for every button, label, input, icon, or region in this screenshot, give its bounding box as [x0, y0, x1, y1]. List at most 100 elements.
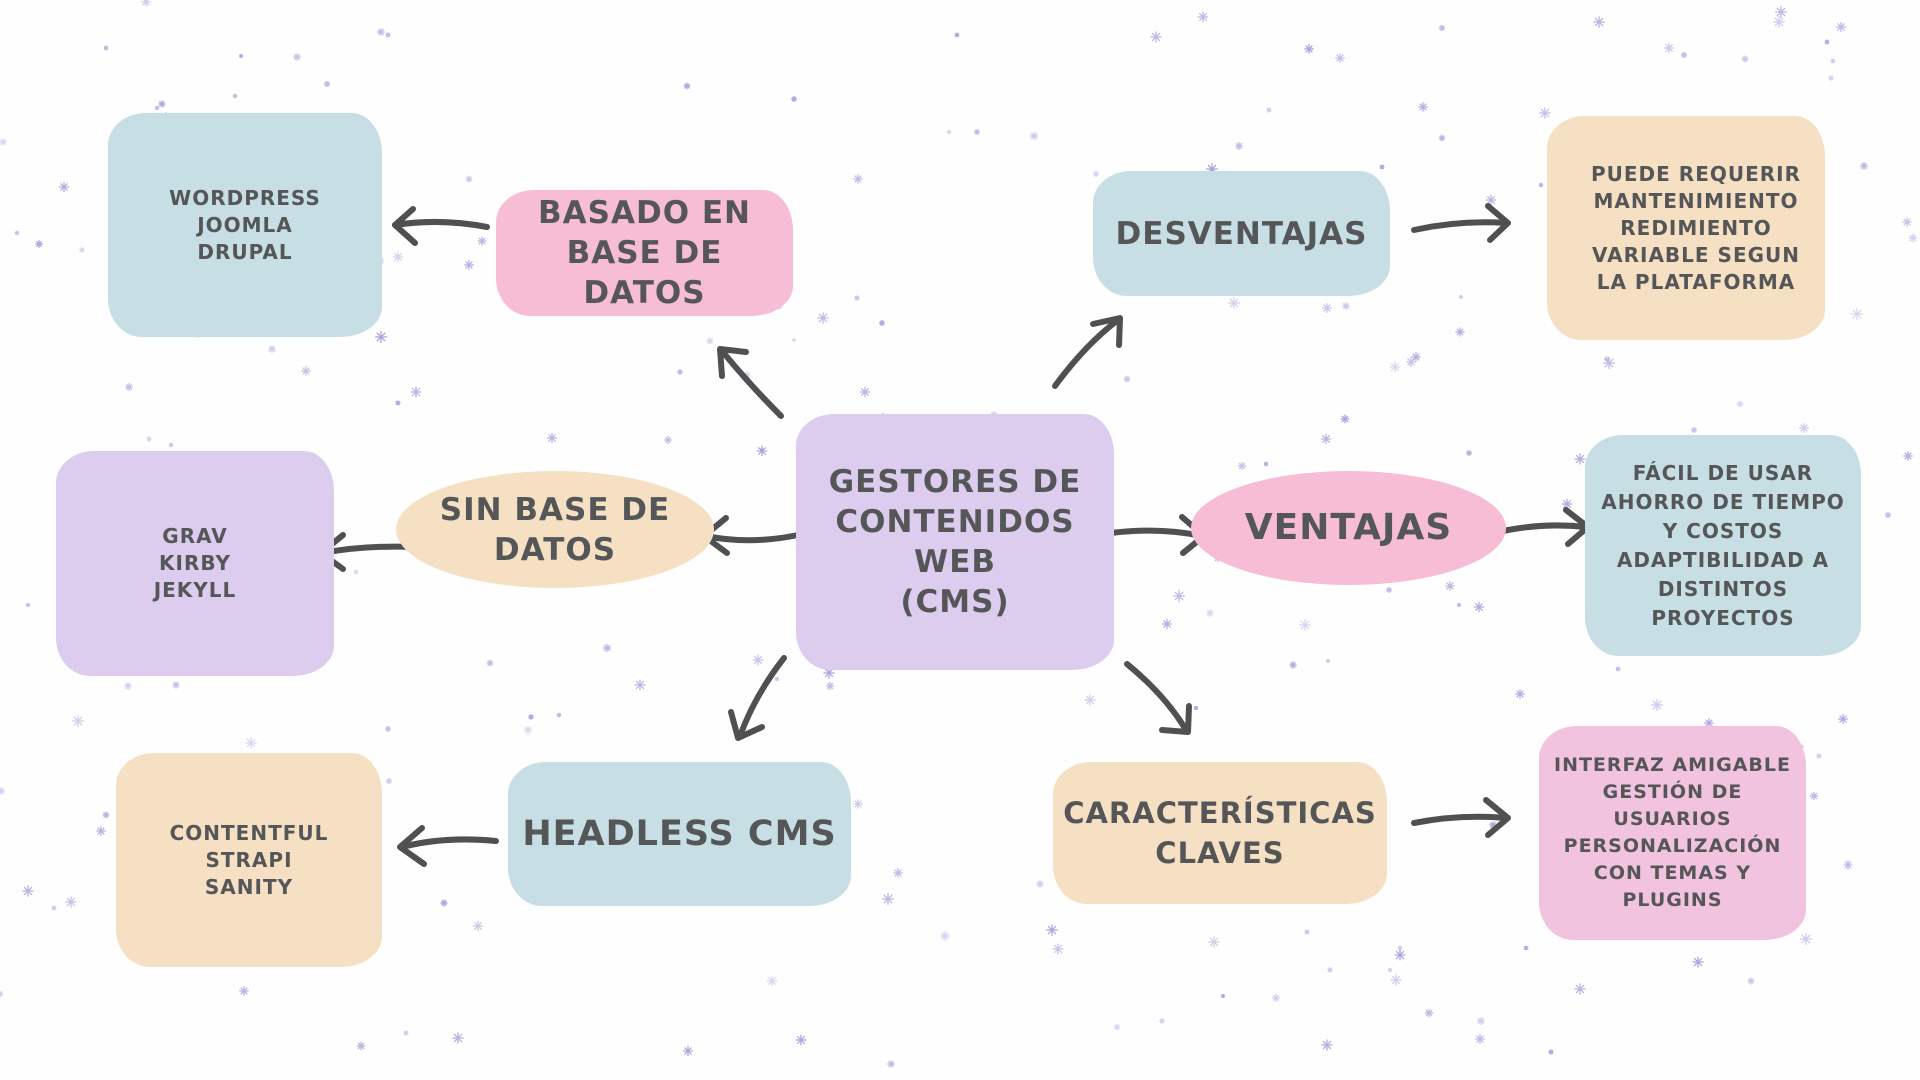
star-icon — [1828, 75, 1834, 81]
arrow-center-to-ventajas — [1108, 527, 1205, 539]
star-icon — [392, 251, 404, 263]
star-icon — [1208, 936, 1220, 948]
star-icon — [124, 682, 132, 690]
star-icon — [158, 100, 166, 108]
star-icon — [683, 82, 691, 90]
star-icon — [893, 868, 903, 878]
star-icon — [1902, 217, 1912, 227]
star-icon — [664, 436, 672, 444]
star-icon — [1799, 423, 1809, 433]
star-icon — [1029, 131, 1039, 141]
star-icon — [0, 990, 4, 998]
star-icon — [1228, 297, 1240, 309]
star-icon — [1299, 619, 1311, 631]
star-icon — [14, 230, 20, 236]
star-icon — [1475, 1034, 1485, 1044]
star-icon — [1485, 194, 1497, 206]
star-icon — [1424, 1008, 1434, 1018]
star-icon — [395, 400, 401, 406]
star-icon — [1322, 303, 1332, 313]
star-icon — [477, 236, 487, 246]
star-icon — [1830, 58, 1836, 64]
list-text: Interfaz amigable gestión de usuarios pe… — [1554, 754, 1791, 911]
star-icon — [1809, 791, 1819, 801]
star-icon — [766, 975, 778, 987]
star-icon — [940, 931, 950, 941]
star-icon — [1271, 993, 1281, 1003]
star-icon — [486, 659, 494, 667]
star-icon — [1335, 53, 1345, 63]
node-desventajas: Desventajas — [1093, 171, 1390, 296]
center-label: Gestores de contenidos web (CMS) — [828, 464, 1082, 620]
list-text: Puede requerir mantenimiento redimiento … — [1591, 161, 1801, 294]
star-icon — [524, 726, 532, 734]
node-basado-en-base-de-datos: Basado en base de datos — [496, 190, 793, 316]
star-icon — [677, 369, 683, 375]
star-icon — [1824, 39, 1830, 45]
star-icon — [172, 681, 180, 689]
star-icon — [353, 569, 359, 575]
star-icon — [293, 53, 301, 61]
star-icon — [1884, 511, 1892, 519]
node-label: Basado en base de datos — [538, 195, 751, 311]
star-icon — [1747, 977, 1755, 985]
arrow-center-to-desventajas — [1052, 317, 1121, 389]
star-icon — [1477, 1017, 1485, 1025]
star-icon — [385, 777, 393, 785]
star-icon — [954, 32, 960, 38]
star-icon — [96, 826, 106, 836]
star-icon — [1515, 689, 1525, 699]
star-icon — [1320, 433, 1332, 445]
star-icon — [1458, 294, 1464, 300]
star-icon — [0, 138, 7, 146]
list-text: Wordpress Joomla Drupal — [169, 185, 321, 264]
list-desventajas: Puede requerir mantenimiento redimiento … — [1547, 116, 1825, 340]
list-flat-file-cms: Grav Kirby Jekyll — [56, 451, 334, 676]
star-icon — [1389, 361, 1401, 373]
star-icon — [58, 181, 70, 193]
star-icon — [1327, 967, 1333, 973]
node-caracteristicas-claves: Características claves — [1053, 762, 1387, 904]
star-icon — [882, 893, 894, 905]
star-icon — [1289, 661, 1297, 669]
star-icon — [72, 715, 84, 727]
star-icon — [65, 896, 77, 908]
star-icon — [1859, 161, 1869, 171]
star-icon — [323, 80, 331, 88]
star-icon — [356, 1041, 366, 1051]
star-icon — [1220, 993, 1226, 999]
star-icon — [1093, 171, 1099, 177]
arrow-headless-to-list — [399, 836, 499, 850]
star-icon — [385, 726, 391, 732]
arrow-center-to-headless — [737, 655, 787, 739]
star-icon — [1263, 461, 1269, 467]
star-icon — [1036, 880, 1044, 888]
star-icon — [452, 1032, 464, 1044]
arrow-center-to-basado — [719, 348, 784, 419]
star-icon — [1741, 55, 1749, 63]
star-icon — [464, 260, 474, 270]
star-icon — [79, 247, 85, 253]
star-icon — [946, 129, 952, 135]
star-icon — [1394, 949, 1406, 961]
node-headless-cms: Headless CMS — [508, 762, 851, 906]
star-icon — [791, 96, 797, 102]
star-icon — [887, 1060, 895, 1068]
arrow-sinbase-to-list — [320, 543, 419, 556]
star-icon — [1113, 1023, 1121, 1031]
star-icon — [1663, 42, 1675, 54]
star-icon — [1851, 308, 1863, 320]
star-icon — [146, 436, 152, 442]
star-icon — [1342, 302, 1350, 310]
star-icon — [1615, 666, 1621, 672]
star-icon — [154, 105, 160, 111]
star-icon — [1603, 357, 1615, 369]
star-icon — [1843, 860, 1853, 870]
star-icon — [1835, 21, 1847, 33]
star-icon — [1321, 1039, 1333, 1051]
node-label: Headless CMS — [522, 814, 837, 854]
star-icon — [859, 386, 871, 398]
list-text: Grav Kirby Jekyll — [153, 524, 237, 602]
arrow-center-to-sinbase — [703, 532, 801, 544]
star-icon — [232, 93, 238, 99]
